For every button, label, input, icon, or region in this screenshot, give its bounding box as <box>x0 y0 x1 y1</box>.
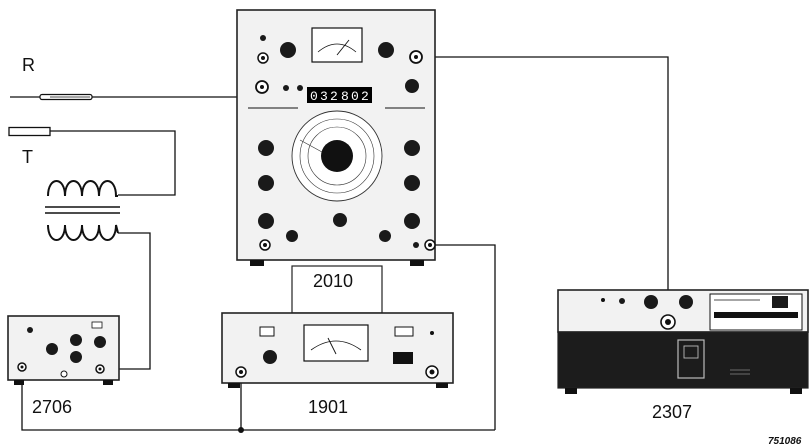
meter-1901 <box>303 324 369 362</box>
knob-2010-tr <box>378 42 394 58</box>
knob-2010-tl <box>280 42 296 58</box>
wire-t-to-coil <box>50 130 176 196</box>
display-digit-1: 0 <box>310 89 319 104</box>
stand-2010-1901 <box>291 265 383 314</box>
probe-t-label: T <box>22 147 33 167</box>
wire-ground-bus <box>21 367 495 431</box>
wire-2010-to-2307 <box>428 56 669 318</box>
wire-2010-to-bus <box>430 244 496 430</box>
bus-junction <box>238 427 244 433</box>
probe-r-label: R <box>22 55 35 75</box>
instrument-2010: 0 3 2 8 0 2 <box>236 9 436 266</box>
instrument-2706 <box>7 315 120 385</box>
display-digit-2: 3 <box>320 89 329 104</box>
display-digit-3: 2 <box>330 89 339 104</box>
probe-r <box>10 93 93 101</box>
meter-2010 <box>311 27 363 63</box>
reference-code: 751086 <box>768 436 802 447</box>
probe-t <box>8 126 51 137</box>
instrument-1901 <box>221 312 454 388</box>
display-digit-4: 8 <box>341 89 350 104</box>
digital-display <box>307 87 372 103</box>
recorder-2307-cabinet <box>557 331 809 389</box>
unit-1901-label: 1901 <box>308 397 348 417</box>
instrument-2307 <box>557 289 809 394</box>
display-digit-5: 0 <box>351 89 360 104</box>
display-digit-6: 2 <box>361 89 370 104</box>
transformer-coils <box>45 180 120 241</box>
wiring <box>21 56 669 431</box>
unit-2706-label: 2706 <box>32 397 72 417</box>
unit-2307-label: 2307 <box>652 402 692 422</box>
wire-coil-to-2706 <box>100 232 151 370</box>
unit-2010-label: 2010 <box>313 271 353 291</box>
